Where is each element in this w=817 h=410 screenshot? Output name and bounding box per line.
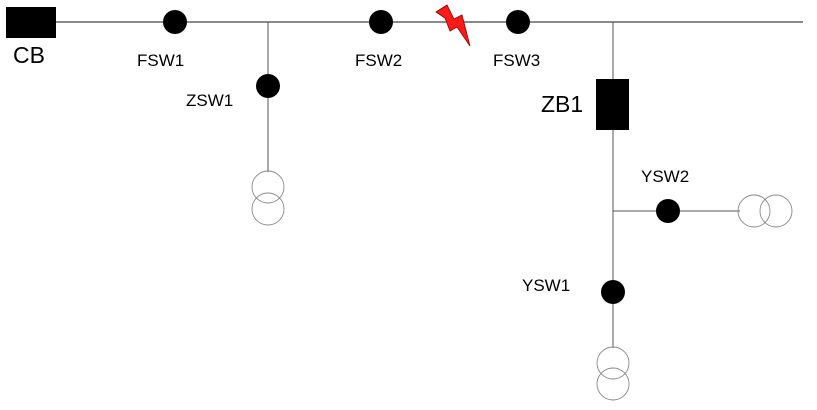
switch-fsw1-icon[interactable] (163, 10, 187, 34)
label-zsw1: ZSW1 (186, 91, 233, 110)
label-fsw3: FSW3 (493, 51, 540, 70)
breaker-cb-icon[interactable] (6, 7, 56, 38)
label-zb1: ZB1 (541, 91, 583, 117)
switch-ysw1-icon[interactable] (601, 280, 625, 304)
switch-ysw2-icon[interactable] (656, 199, 680, 223)
label-cb: CB (13, 42, 45, 68)
label-ysw2: YSW2 (641, 167, 689, 186)
switch-fsw2-icon[interactable] (369, 10, 393, 34)
transformer-ysw2-icon (737, 194, 793, 228)
breaker-zb1-icon[interactable] (596, 79, 629, 130)
switch-fsw3-icon[interactable] (506, 10, 530, 34)
transformer-zsw1-icon (251, 170, 285, 226)
switch-zsw1-icon[interactable] (256, 74, 280, 98)
fault-lightning-icon (435, 4, 471, 47)
label-fsw1: FSW1 (137, 51, 184, 70)
transformer-ysw1-icon (596, 346, 630, 401)
label-fsw2: FSW2 (355, 51, 402, 70)
label-ysw1: YSW1 (522, 276, 570, 295)
